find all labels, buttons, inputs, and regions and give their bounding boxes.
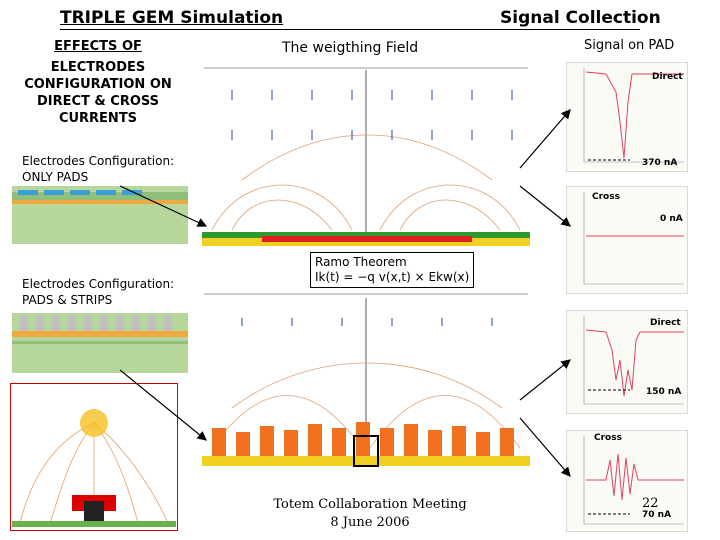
cross-label-1: Cross [592, 192, 620, 202]
footer-date: 8 June 2006 [330, 515, 410, 530]
value-label-4: 70 nA [642, 510, 672, 520]
effects-text: EFFECTS OF ELECTRODES CONFIGURATION ON D… [18, 38, 178, 127]
footer-meeting: Totem Collaboration Meeting [273, 497, 467, 512]
field-lines-image [10, 383, 178, 531]
strips-prototype-image [12, 313, 188, 373]
page-number: 22 [642, 496, 659, 511]
signal-plot-direct-pads [566, 62, 688, 172]
config-strips-line2: PADS & STRIPS [22, 293, 113, 307]
signal-plot-cross-strips [566, 430, 688, 532]
ramo-theorem-box: Ramo Theorem Ik(t) = −q v(x,t) × Ekw(x) [310, 252, 475, 288]
direct-label-2: Direct [650, 318, 681, 328]
config-pads-line1: Electrodes Configuration: [22, 154, 175, 168]
config-pads-line2: ONLY PADS [22, 170, 89, 184]
weighting-field-map-bottom [202, 288, 530, 468]
direct-label-1: Direct [652, 72, 683, 82]
weighting-field-map-top [202, 60, 530, 250]
ramo-formula: Ik(t) = −q v(x,t) × Ekw(x) [315, 270, 470, 284]
cross-label-2: Cross [594, 433, 622, 443]
effects-heading: EFFECTS OF [54, 39, 142, 54]
pads-prototype-image [12, 186, 188, 244]
value-label-1: 370 nA [642, 158, 678, 168]
effects-body: ELECTRODES CONFIGURATION ON DIRECT & CRO… [24, 60, 172, 126]
signal-plot-direct-strips [566, 310, 688, 414]
signal-collection-title: Signal Collection [500, 8, 661, 28]
slide-title: TRIPLE GEM Simulation [60, 8, 284, 28]
signal-plot-cross-pads [566, 186, 688, 294]
config-strips-label: Electrodes Configuration: PADS & STRIPS [22, 276, 174, 308]
value-label-3: 150 nA [646, 387, 682, 397]
footer: Totem Collaboration Meeting 8 June 2006 [270, 496, 470, 532]
ramo-theorem-title: Ramo Theorem [315, 255, 407, 269]
value-label-2: 0 nA [660, 214, 683, 224]
signal-on-pad-label: Signal on PAD [584, 38, 675, 53]
config-pads-label: Electrodes Configuration: ONLY PADS [22, 153, 174, 185]
config-strips-line1: Electrodes Configuration: [22, 277, 175, 291]
title-underline [60, 29, 640, 30]
weighting-field-label: The weigthing Field [282, 40, 419, 56]
